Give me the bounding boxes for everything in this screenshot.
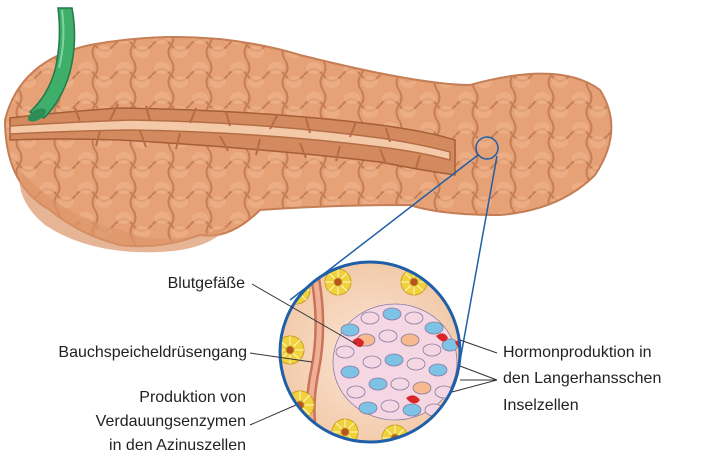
zoom-detail bbox=[270, 255, 470, 455]
islet-cells bbox=[333, 304, 458, 420]
label-enzymes-line3: in den Azinuszellen bbox=[109, 435, 246, 457]
label-pancreatic-duct: Bauchspeicheldrüsengang bbox=[58, 342, 247, 364]
label-blood-vessels: Blutgefäße bbox=[168, 273, 245, 295]
label-hormone-line2: den Langerhansschen bbox=[503, 368, 661, 390]
label-hormone-line1: Hormonproduktion in bbox=[503, 342, 652, 364]
label-hormone-line3: Inselzellen bbox=[503, 395, 579, 417]
label-enzymes-line1: Produktion von bbox=[139, 387, 246, 409]
label-enzymes-line2: Verdauungsenzymen bbox=[96, 411, 246, 433]
